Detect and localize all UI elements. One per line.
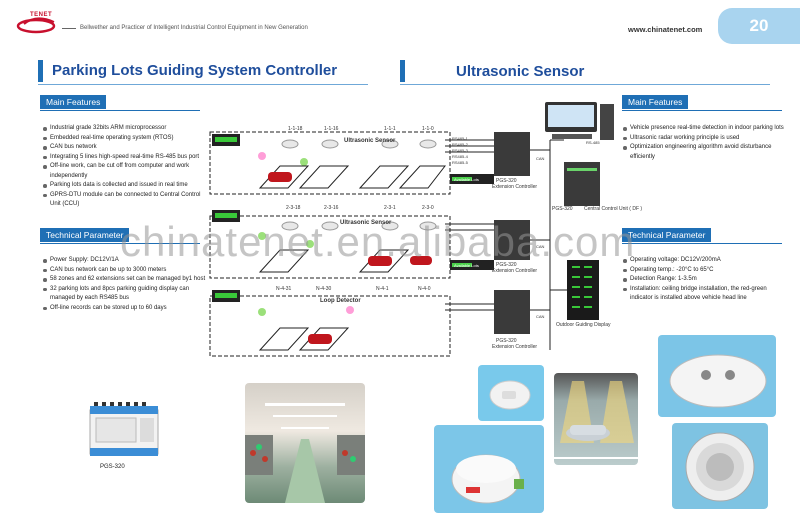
- computer-icon: [545, 102, 614, 140]
- left-title-rule: [38, 84, 368, 85]
- rs485-port: RS485-4: [452, 154, 468, 159]
- row2-id: 2-3-0: [422, 205, 434, 211]
- right-section-title: Ultrasonic Sensor: [456, 63, 585, 80]
- row3-id: N-4-0: [418, 286, 431, 292]
- page-number: 20: [718, 8, 800, 44]
- list-item: Operating temp.: -20°C to 65°C: [622, 266, 787, 276]
- display-text: Available Lots: [454, 263, 479, 268]
- left-title-marker: [38, 60, 43, 82]
- row2-label: Ultrasonic Sensor: [340, 220, 392, 226]
- list-item: Ultrasonic radar working principle is us…: [622, 134, 787, 144]
- parking-lot-photo: [245, 383, 365, 503]
- list-item: GPRS-DTU module can be connected to Cent…: [42, 191, 212, 210]
- can-label: CAN: [536, 314, 545, 319]
- list-item: Off-line work, can be cut off from compu…: [42, 162, 212, 181]
- can-label: CAN: [536, 156, 545, 161]
- row2-id: 2-3-16: [324, 205, 339, 211]
- outdoor-display-box: [567, 260, 599, 320]
- sensor-installation-photo: [554, 373, 638, 465]
- rs485-side: RS-485: [586, 140, 600, 145]
- tagline-divider: [62, 28, 76, 29]
- ext-label: PGS-320: [496, 178, 517, 184]
- row3-id: N-4-31: [276, 286, 292, 292]
- row1-id: 1-1-18: [288, 126, 303, 132]
- list-item: Operating voltage: DC12V/200mA: [622, 256, 787, 266]
- left-main-features-list: Industrial grade 32bits ARM microprocess…: [42, 124, 212, 210]
- list-item: 32 parking lots and 8pcs parking guiding…: [42, 285, 212, 304]
- row2-id: 2-3-18: [286, 205, 301, 211]
- sensor-photo-bottom: [434, 425, 544, 513]
- right-features-rule: [622, 110, 782, 111]
- ext-label: PGS-320: [496, 338, 517, 344]
- list-item: Off-line records can be stored up to 60 …: [42, 304, 212, 314]
- list-item: Integrating 5 lines high-speed real-time…: [42, 153, 212, 163]
- ext-sub: Extension Controller: [492, 268, 538, 274]
- right-main-features-tab: Main Features: [622, 95, 689, 109]
- left-section-title: Parking Lots Guiding System Controller: [52, 62, 338, 79]
- sensor-side-photo: [658, 335, 776, 417]
- list-item: CAN bus network: [42, 143, 212, 153]
- tagline: Bellwether and Practicer of Intelligent …: [80, 25, 308, 31]
- extension-controller-1: [450, 132, 530, 184]
- row2-id: 2-3-1: [384, 205, 396, 211]
- list-item: Detection Range: 1-3.5m: [622, 275, 787, 285]
- left-features-rule: [40, 110, 200, 111]
- list-item: Optimization engineering algorithm avoid…: [622, 143, 787, 162]
- list-item: Power Supply: DC12V/1A: [42, 256, 212, 266]
- list-item: CAN bus network can be up to 3000 meters: [42, 266, 212, 276]
- right-title-rule: [400, 84, 770, 85]
- row3-id: N-4-1: [376, 286, 389, 292]
- list-item: Vehicle presence real-time detection in …: [622, 124, 787, 134]
- watermark: chinatenet.en.alibaba.com: [120, 218, 636, 265]
- list-item: Embedded real-time operating system (RTO…: [42, 134, 212, 144]
- list-item: Installation: ceiling bridge installatio…: [622, 285, 787, 304]
- rs485-port: RS485-2: [452, 142, 468, 147]
- central-sub: Central Control Unit ( DF ): [584, 206, 643, 212]
- company-logo: TENET: [14, 10, 66, 36]
- left-main-features-tab: Main Features: [40, 95, 107, 109]
- left-tech-tab: Technical Parameter: [40, 228, 130, 242]
- website-url: www.chinatenet.com: [628, 25, 703, 34]
- pgs320-photo: [86, 400, 162, 462]
- system-diagram: 1-1-18 1-1-16 1-1-1 1-1-0 Ultrasonic Sen…: [200, 100, 642, 360]
- right-tech-rule: [622, 243, 782, 244]
- display-text: Available Lots: [454, 177, 479, 182]
- pgs320-label: PGS-320: [100, 464, 125, 470]
- ext-sub: Extension Controller: [492, 184, 538, 190]
- rs485-port: RS485-3: [452, 148, 468, 153]
- central-label: PGS-320: [552, 206, 573, 212]
- row3-label: Loop Detector: [320, 298, 361, 304]
- left-tech-rule: [40, 243, 200, 244]
- row1-id: 1-1-16: [324, 126, 339, 132]
- extension-controller-2: [450, 220, 530, 270]
- can-label: CAN: [536, 244, 545, 249]
- right-tech-list: Operating voltage: DC12V/200mA Operating…: [622, 256, 787, 304]
- right-main-features-list: Vehicle presence real-time detection in …: [622, 124, 787, 162]
- list-item: 58 zones and 62 extensions set can be ma…: [42, 275, 212, 285]
- left-tech-list: Power Supply: DC12V/1A CAN bus network c…: [42, 256, 212, 313]
- row3-id: N-4-30: [316, 286, 332, 292]
- ext-label: PGS-320: [496, 262, 517, 268]
- sensor-bottom-photo: [672, 423, 768, 509]
- right-title-marker: [400, 60, 405, 82]
- extension-controller-3: [494, 290, 530, 334]
- rs485-port: RS485-5: [452, 160, 468, 165]
- list-item: Parking lots data is collected and issue…: [42, 181, 212, 191]
- right-tech-tab: Technical Parameter: [622, 228, 712, 242]
- row1-label: Ultrasonic Sensor: [344, 138, 396, 144]
- ext-sub: Extension Controller: [492, 344, 538, 350]
- logo-text: TENET: [30, 12, 53, 18]
- rs485-port: RS485-1: [452, 136, 468, 141]
- list-item: Industrial grade 32bits ARM microprocess…: [42, 124, 212, 134]
- outdoor-label: Outdoor Guiding Display: [556, 322, 611, 328]
- row1-id: 1-1-0: [422, 126, 434, 132]
- sensor-photo-top: [478, 365, 544, 421]
- row1-id: 1-1-1: [384, 126, 396, 132]
